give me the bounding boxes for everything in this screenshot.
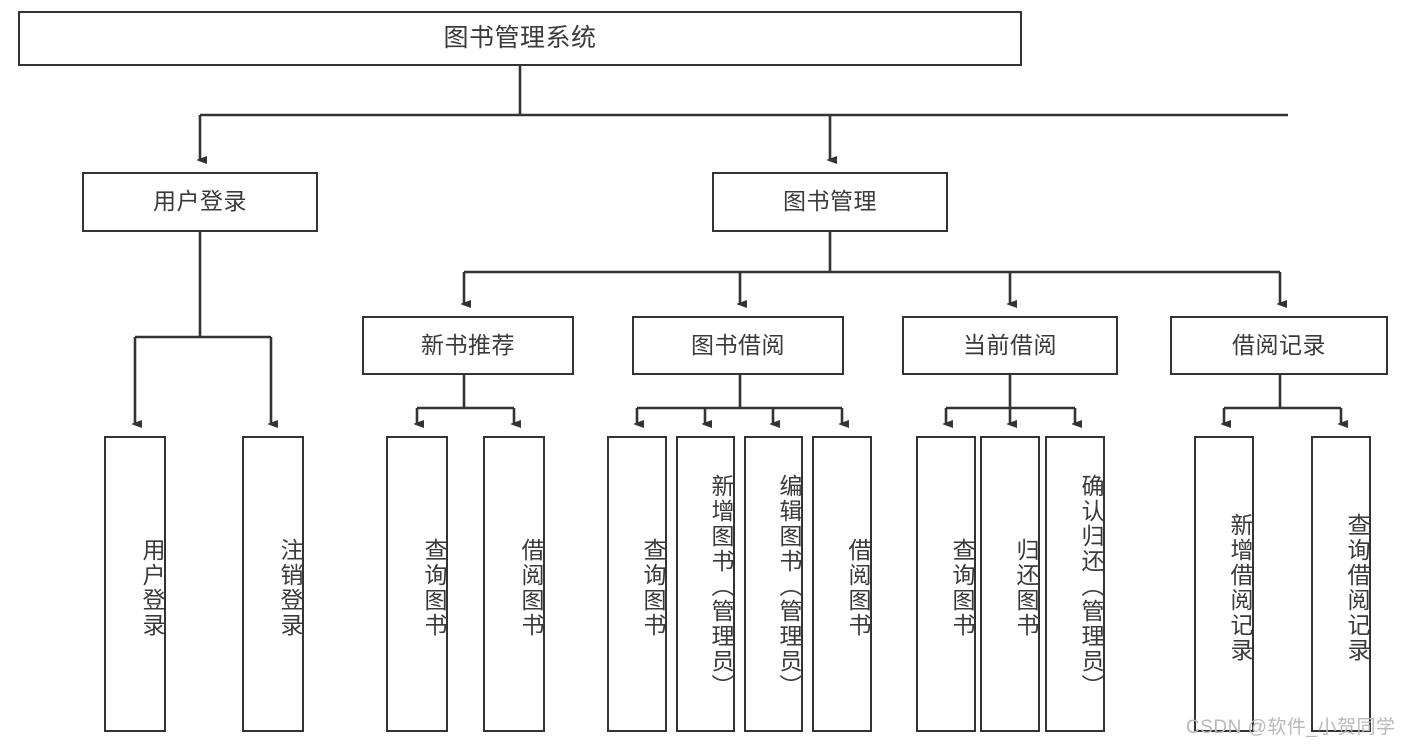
node-borrow-record[interactable]: 借阅记录 (1170, 316, 1388, 375)
leaf-borrow-add-book-admin[interactable]: 新增图书（管理员） (676, 436, 735, 732)
leaf-current-return-book[interactable]: 归还图书 (980, 436, 1040, 732)
leaf-user-login-logout[interactable]: 注销登录 (242, 436, 304, 732)
leaf-recommend-borrow-book[interactable]: 借阅图书 (483, 436, 545, 732)
leaf-borrow-query-book[interactable]: 查询图书 (607, 436, 667, 732)
node-current-borrow[interactable]: 当前借阅 (902, 316, 1118, 375)
node-root-system[interactable]: 图书管理系统 (18, 11, 1022, 66)
leaf-record-add-record[interactable]: 新增借阅记录 (1194, 436, 1254, 732)
node-user-login[interactable]: 用户登录 (82, 172, 318, 232)
node-new-book-recommend[interactable]: 新书推荐 (362, 316, 574, 375)
node-book-management[interactable]: 图书管理 (712, 172, 948, 232)
leaf-user-login-login[interactable]: 用户登录 (104, 436, 166, 732)
watermark-text: CSDN @软件_小贺同学 (1186, 717, 1396, 738)
leaf-record-query-record[interactable]: 查询借阅记录 (1311, 436, 1371, 732)
node-book-borrow[interactable]: 图书借阅 (632, 316, 844, 375)
leaf-current-confirm-return-admin[interactable]: 确认归还（管理员） (1045, 436, 1105, 732)
leaf-borrow-borrow-book[interactable]: 借阅图书 (812, 436, 872, 732)
leaf-current-query-book[interactable]: 查询图书 (916, 436, 976, 732)
leaf-recommend-query-book[interactable]: 查询图书 (386, 436, 448, 732)
leaf-borrow-edit-book-admin[interactable]: 编辑图书（管理员） (744, 436, 803, 732)
